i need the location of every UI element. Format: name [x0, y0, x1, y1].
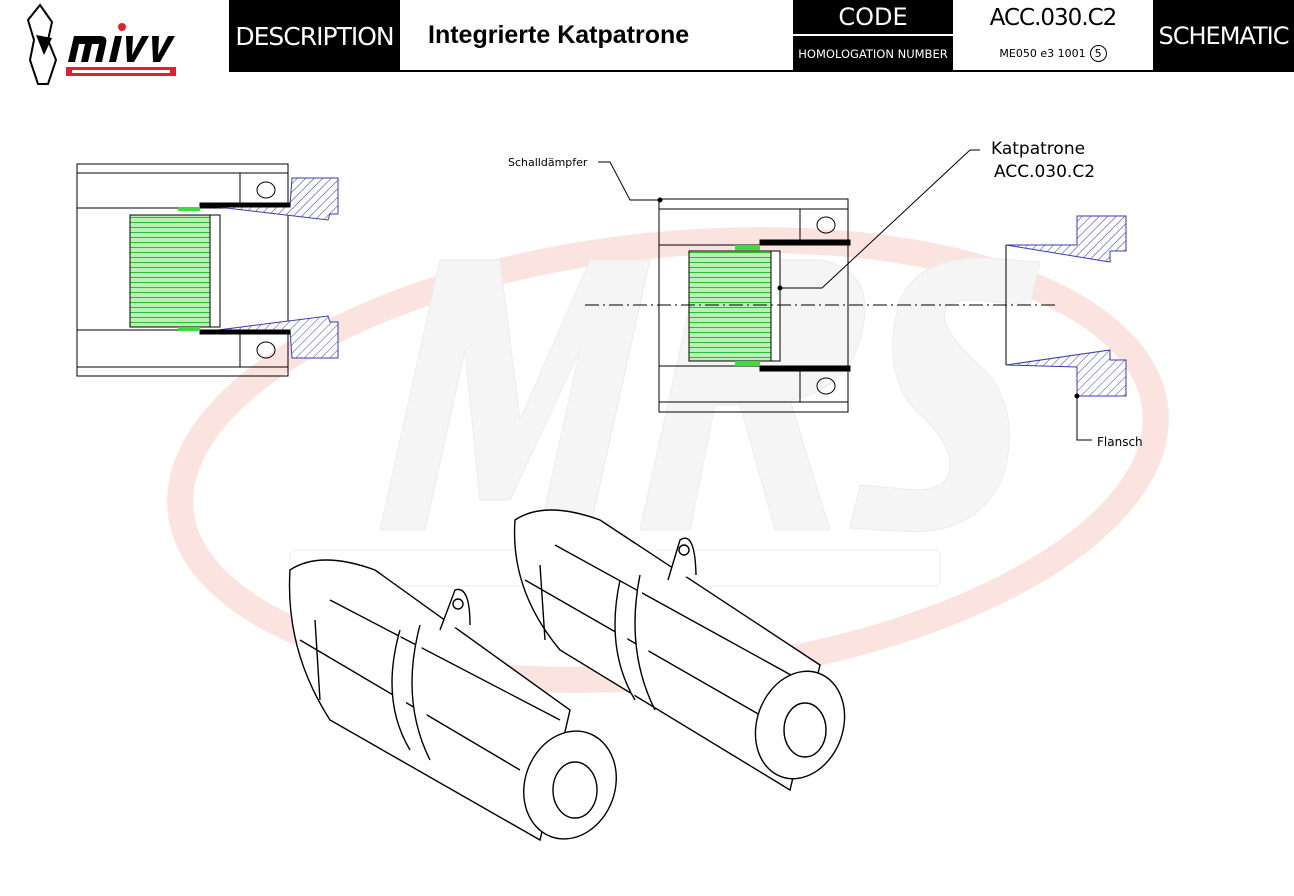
muffler-illustration-left — [288, 559, 617, 842]
assembled-section-view — [76, 163, 339, 377]
label-muffler: Schalldämpfer — [508, 156, 588, 169]
code-label: CODE — [793, 0, 953, 36]
homologation-number: ME050 e3 1001 — [999, 46, 1086, 60]
mivv-logo — [0, 0, 228, 85]
muffler-illustration-right — [513, 509, 846, 792]
leader-lines — [598, 149, 1092, 441]
label-flange: Flansch — [1097, 435, 1143, 449]
catalyst-cartridge — [688, 245, 781, 366]
description-value: Integrierte Katpatrone — [400, 0, 793, 72]
schematic-label: SCHEMATIC — [1153, 0, 1294, 72]
flange — [1005, 215, 1127, 397]
code-value-box: ACC.030.C2 ME050 e3 1001 5 — [953, 0, 1153, 72]
homologation-badge: 5 — [1089, 44, 1107, 62]
description-label: DESCRIPTION — [229, 0, 400, 72]
homologation-label: HOMOLOGATION NUMBER — [798, 47, 948, 61]
code-box: CODE HOMOLOGATION NUMBER — [793, 0, 953, 72]
label-cartridge-code: ACC.030.C2 — [994, 162, 1096, 182]
label-cartridge: Katpatrone — [991, 139, 1086, 159]
homologation-value: ME050 e3 1001 5 — [999, 36, 1107, 70]
code-value: ACC.030.C2 — [989, 5, 1118, 31]
